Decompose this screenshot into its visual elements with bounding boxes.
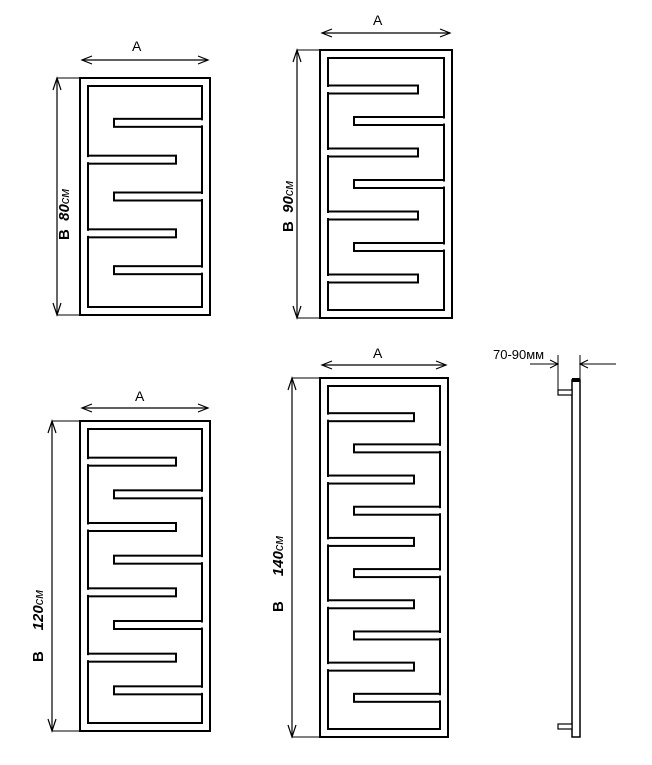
radiator-tube-slot [87,587,177,598]
radiator-tube-slot [327,147,419,158]
width-label-r2: A [373,12,383,28]
radiator-tube-slot [113,117,203,128]
height-unit: см [31,589,46,606]
width-dimension-arrow-3-head [197,403,210,413]
height-dimension-arrow-3-head [47,718,57,733]
radiator-tube-slot [353,630,441,641]
height-dimension-arrow-1-head [52,76,62,91]
width-label-r3: A [135,388,145,404]
height-dimension-arrow-4-head [287,724,297,739]
width-dimension-arrow-2-head [320,28,333,38]
radiator-tube-slot [327,412,415,423]
radiator-tube-slot [113,554,203,565]
wall-bracket-top [557,389,573,396]
height-letter: B [270,601,287,612]
radiator-tube-slot [113,265,203,276]
radiator-tube-slot [113,489,203,500]
width-dimension-arrow-4-head [435,360,448,370]
radiator-tube-slot [87,154,177,165]
height-letter: B [30,651,47,662]
height-dimension-arrow-4-head [287,376,297,391]
height-value: 90 [280,196,297,213]
height-unit: см [57,188,72,205]
height-value: 140 [270,551,287,577]
width-label-r4: A [373,345,383,361]
width-dimension-arrow-2-head [439,28,452,38]
height-label-r3: B 120см [30,590,47,662]
radiator-tube-slot [353,505,441,516]
radiator-inner-4 [327,385,441,730]
width-label-r1: A [132,38,142,54]
depth-label: 70-90мм [493,347,545,362]
radiator-tube-slot [113,685,203,696]
radiator-tube-slot [87,652,177,663]
depth-arrow-head [578,359,589,369]
radiator-tube-slot [327,210,419,221]
width-dimension-arrow-3-head [80,403,93,413]
side-view-panel [571,379,581,738]
height-label-r4: B 140см [270,536,287,612]
radiator-tube-slot [113,191,203,202]
depth-arrow-head [549,359,560,369]
wall-bracket-bottom [557,723,573,730]
radiator-frame-4 [319,377,449,738]
radiator-tube-slot [327,599,415,610]
height-label-r2: B 90см [280,181,297,232]
radiator-tube-slot [353,116,445,126]
radiator-tube-slot [87,228,177,239]
height-letter: B [56,229,73,240]
height-dimension-arrow-1-head [52,302,62,317]
radiator-tube-slot [327,84,419,95]
radiator-tube-slot [353,443,441,454]
width-dimension-arrow-1-head [80,55,93,65]
radiator-tube-slot [327,661,415,672]
radiator-inner-3 [87,428,203,724]
radiator-tube-slot [113,620,203,630]
radiator-tube-slot [353,692,441,703]
height-unit: см [281,180,296,197]
height-letter: B [280,221,297,232]
radiator-tube-slot [327,474,415,485]
radiator-tube-slot [353,242,445,252]
height-unit: см [271,535,286,552]
radiator-tube-slot [87,456,177,467]
radiator-tube-slot [353,568,441,579]
height-value: 80 [56,204,73,221]
radiator-tube-slot [327,536,415,547]
height-dimension-arrow-2-head [292,305,302,320]
width-dimension-arrow-4-head [320,360,333,370]
radiator-tube-slot [327,273,419,284]
height-value: 120 [30,605,47,631]
height-dimension-arrow-3-head [47,419,57,434]
height-dimension-arrow-2-head [292,48,302,63]
radiator-tube-slot [87,522,177,532]
height-label-r1: B 80см [56,189,73,240]
radiator-frame-3 [79,420,211,732]
width-dimension-arrow-1-head [197,55,210,65]
radiator-tube-slot [353,179,445,189]
side-view-cap [572,378,580,382]
